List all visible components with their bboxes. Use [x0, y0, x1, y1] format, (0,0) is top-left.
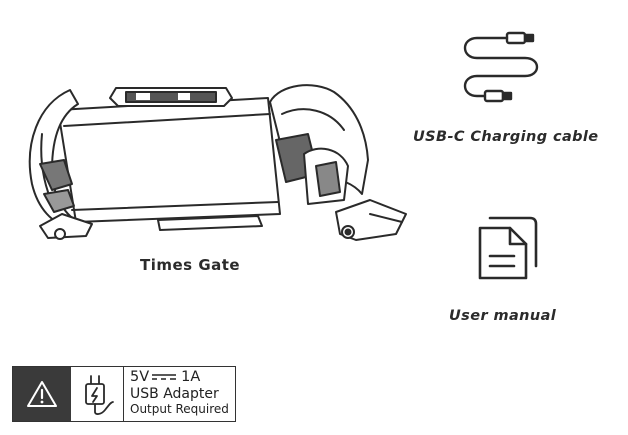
- warning-triangle-icon: [27, 381, 57, 407]
- device-label: Times Gate: [140, 256, 241, 274]
- manual-label: User manual: [449, 308, 557, 324]
- dc-symbol-icon: [152, 374, 177, 380]
- voltage-current-line: 5V 1A: [130, 370, 235, 385]
- plug-section: [71, 367, 124, 421]
- voltage-value: 5V: [130, 369, 150, 385]
- usb-plug-icon: [85, 375, 114, 415]
- cable-label: USB-C Charging cable: [413, 129, 599, 145]
- usb-c-cable-icon: [463, 31, 539, 103]
- adapter-line: USB Adapter: [130, 385, 219, 402]
- power-requirement-notice: 5V 1A USB Adapter Output Required: [12, 366, 236, 422]
- current-value: 1A: [181, 369, 201, 385]
- times-gate-device-illustration: [28, 84, 407, 241]
- warning-section: [13, 367, 71, 421]
- output-required-line: Output Required: [130, 401, 229, 416]
- user-manual-icon: [478, 216, 538, 280]
- power-spec-text: 5V 1A USB Adapter Output Required: [124, 367, 235, 421]
